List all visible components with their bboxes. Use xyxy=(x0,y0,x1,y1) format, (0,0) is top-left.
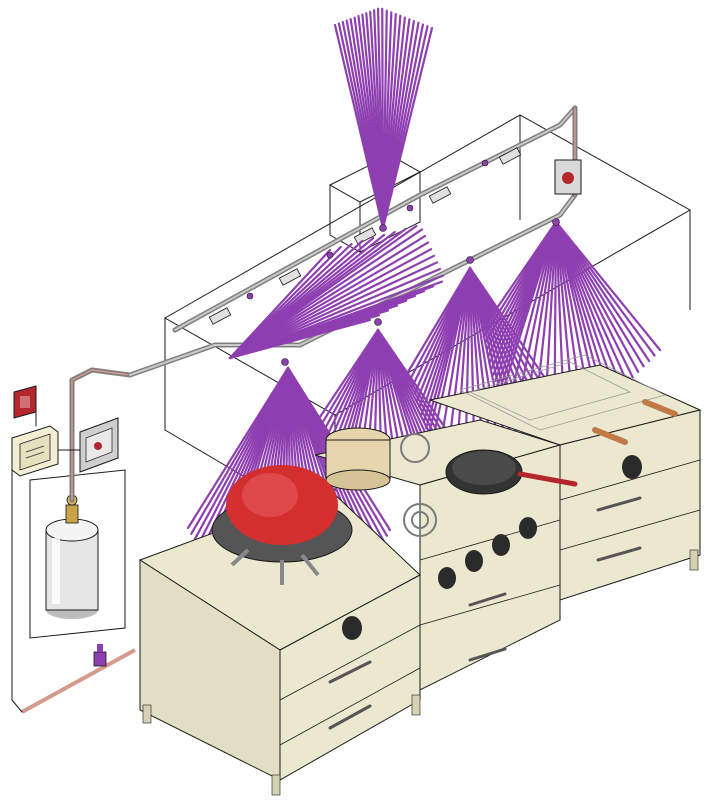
control-panel-icon xyxy=(11,425,59,477)
frying-pan xyxy=(445,449,578,495)
detector-icon xyxy=(554,159,582,195)
spray-ray xyxy=(464,266,472,446)
spray-ray xyxy=(228,228,424,360)
spray-ray xyxy=(554,220,634,379)
spray-ray xyxy=(554,220,618,395)
spray-ray xyxy=(431,266,472,442)
spray-ray xyxy=(228,248,433,360)
spray-ray xyxy=(228,318,372,360)
spray-ray xyxy=(456,266,472,445)
spray-ray xyxy=(228,241,430,360)
wok-burner xyxy=(211,465,353,585)
spray-ray xyxy=(228,254,436,360)
spray-ray xyxy=(544,220,558,406)
spray-ray xyxy=(554,220,645,368)
spray-ray xyxy=(554,220,623,390)
spray-ray xyxy=(228,267,442,360)
spray-ray xyxy=(228,234,427,360)
fryer-baskets xyxy=(458,354,678,445)
spray-ray xyxy=(381,26,434,230)
fusible-link-detectors xyxy=(208,147,522,325)
spray-ray xyxy=(554,220,651,363)
spray-ray xyxy=(554,220,662,352)
burner-grates xyxy=(400,433,437,537)
alarm-bell-icon xyxy=(13,385,37,419)
spray-ray xyxy=(554,220,629,384)
distribution-piping xyxy=(11,105,578,713)
plenum-spray xyxy=(228,224,445,360)
spray-ray xyxy=(468,266,476,447)
release-module-icon xyxy=(79,417,119,473)
nozzle-icon xyxy=(246,159,560,366)
spray-ray xyxy=(554,220,656,357)
spray-ray xyxy=(448,266,472,444)
gas-shutoff-valve-icon xyxy=(21,644,136,714)
spray-ray xyxy=(228,261,439,360)
spray-ray xyxy=(439,266,472,443)
spray-ray xyxy=(498,220,558,402)
spray-ray xyxy=(554,220,640,373)
spray-ray xyxy=(535,220,558,405)
spray-ray xyxy=(526,220,558,404)
duct-spray xyxy=(333,7,434,230)
spray-ray xyxy=(507,220,558,403)
stock-pot xyxy=(325,427,391,491)
